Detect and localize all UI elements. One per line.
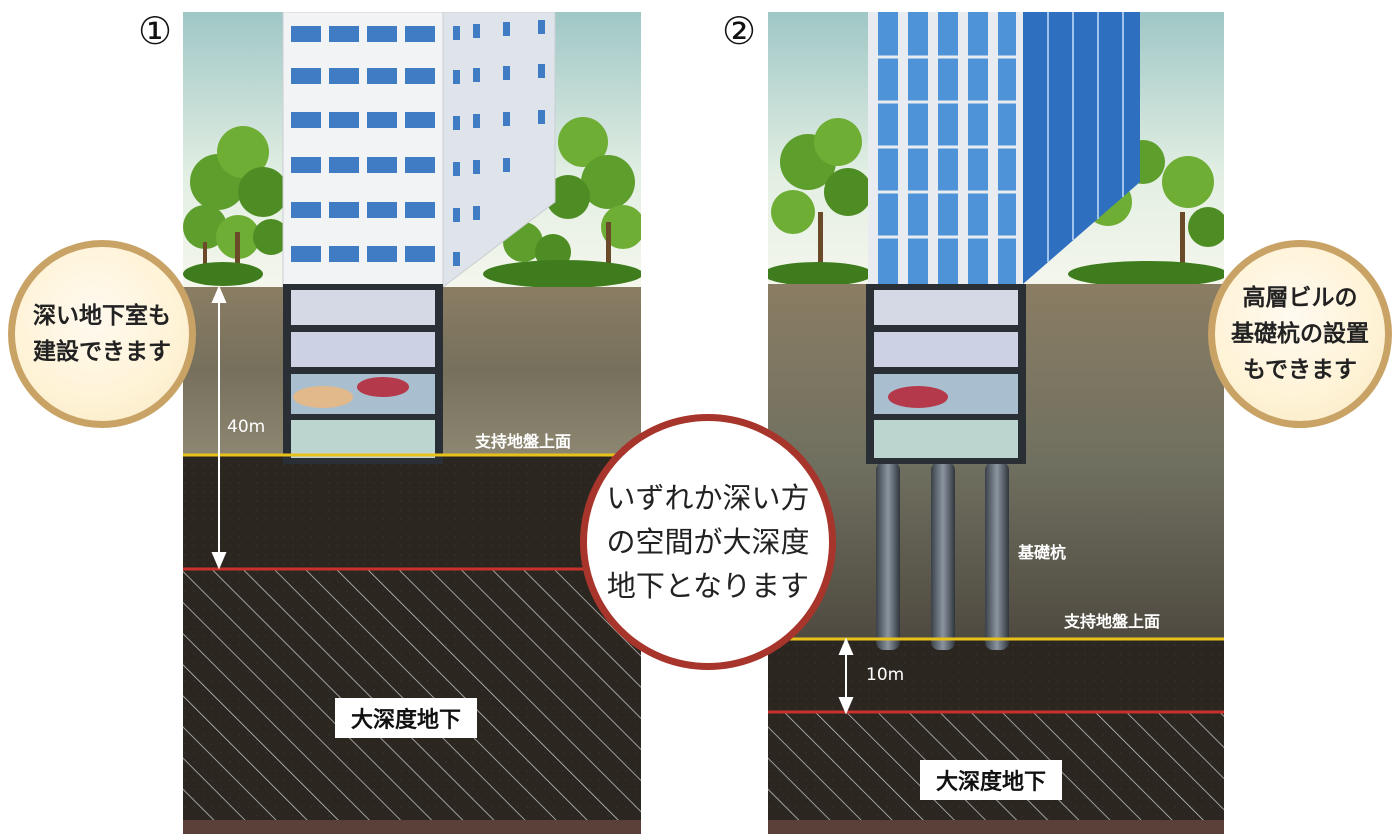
trees-right xyxy=(483,117,641,288)
center-callout-line-2: の空間が大深度 xyxy=(606,525,810,559)
foundation-piles xyxy=(876,462,1009,650)
basement xyxy=(866,284,1026,464)
piles-callout: 高層ビルの 基礎杭の設置 もできます xyxy=(1208,240,1392,428)
basement-callout: 深い地下室も 建設できます xyxy=(8,240,196,428)
piles-callout-line-3: もできます xyxy=(1242,357,1358,383)
piles-callout-line-2: 基礎杭の設置 xyxy=(1231,321,1369,347)
deep-underground-label: 大深度地下 xyxy=(335,698,478,738)
deep-underground-label: 大深度地下 xyxy=(920,760,1063,800)
piles-callout-line-1: 高層ビルの xyxy=(1242,285,1358,311)
trees-left xyxy=(768,118,873,286)
center-callout: いずれか深い方 の空間が大深度 地下となります xyxy=(580,414,836,670)
center-callout-line-3: 地下となります xyxy=(606,569,810,603)
center-callout-line-1: いずれか深い方 xyxy=(606,481,810,515)
basement-callout-line-1: 深い地下室も xyxy=(33,303,171,329)
support-ground-label: 支持地盤上面 xyxy=(1064,612,1161,631)
basement-callout-line-2: 建設できます xyxy=(33,339,171,365)
office-building xyxy=(282,12,556,289)
trees-left xyxy=(183,126,289,286)
deep-basement xyxy=(283,284,443,464)
panel-1-number: ① xyxy=(138,9,173,53)
depth-label-40m: 40m xyxy=(227,417,266,437)
panel-1-illustration xyxy=(183,12,641,834)
diagram-panel-1: 40m 支持地盤上面 大深度地下 xyxy=(183,12,641,834)
high-rise-building xyxy=(868,12,1140,284)
support-ground-label: 支持地盤上面 xyxy=(475,432,572,451)
diagram-panel-2: 基礎杭 支持地盤上面 10m 大深度地下 xyxy=(768,12,1224,834)
panel-2-number: ② xyxy=(722,9,757,53)
depth-arrow-10m xyxy=(838,637,854,715)
depth-arrow-40m xyxy=(211,285,227,570)
depth-label-10m: 10m xyxy=(866,665,905,685)
pile-label: 基礎杭 xyxy=(1018,543,1067,562)
panel-2-illustration xyxy=(768,12,1224,834)
